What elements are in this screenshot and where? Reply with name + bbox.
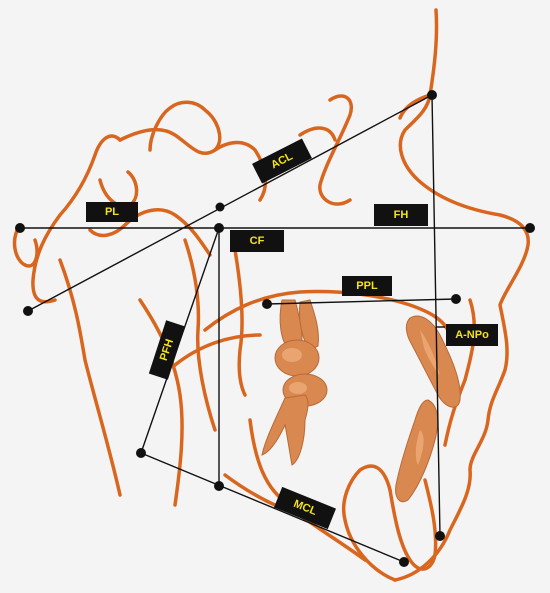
landmark-sella — [215, 202, 225, 212]
landmark-cf — [214, 223, 224, 233]
anatomical-tracing — [12, 8, 530, 582]
incisor-teeth — [395, 315, 461, 503]
molar-teeth — [261, 299, 328, 466]
acl-line — [27, 94, 433, 312]
label-pl-text: PL — [105, 206, 119, 218]
landmark-mandible-cf — [214, 481, 224, 491]
mcl-line — [140, 452, 405, 563]
landmark-pns — [262, 299, 272, 309]
landmark-basion — [23, 306, 33, 316]
landmark-nasion — [427, 90, 437, 100]
label-cf-text: CF — [250, 235, 265, 247]
measurement-lines — [20, 94, 530, 563]
label-anpo: A-NPo — [446, 324, 498, 346]
label-ppl: PPL — [342, 276, 392, 296]
label-ppl-text: PPL — [356, 280, 378, 292]
label-anpo-text: A-NPo — [455, 329, 489, 341]
landmark-porion — [15, 223, 25, 233]
label-fh-text: FH — [394, 209, 409, 221]
label-cf: CF — [230, 230, 284, 252]
landmark-gonion — [136, 448, 146, 458]
ppl-line — [266, 298, 457, 305]
label-acl: ACL — [252, 138, 312, 184]
landmark-orbitale — [525, 223, 535, 233]
landmark-menton — [399, 557, 409, 567]
landmark-ans — [451, 294, 461, 304]
label-pfh: PFH — [148, 320, 186, 380]
vertical-n-line — [431, 94, 441, 537]
label-fh: FH — [374, 204, 428, 226]
label-pl: PL — [86, 202, 138, 222]
landmark-points — [15, 90, 535, 567]
label-mcl: MCL — [273, 486, 337, 530]
landmark-pogonion — [435, 531, 445, 541]
